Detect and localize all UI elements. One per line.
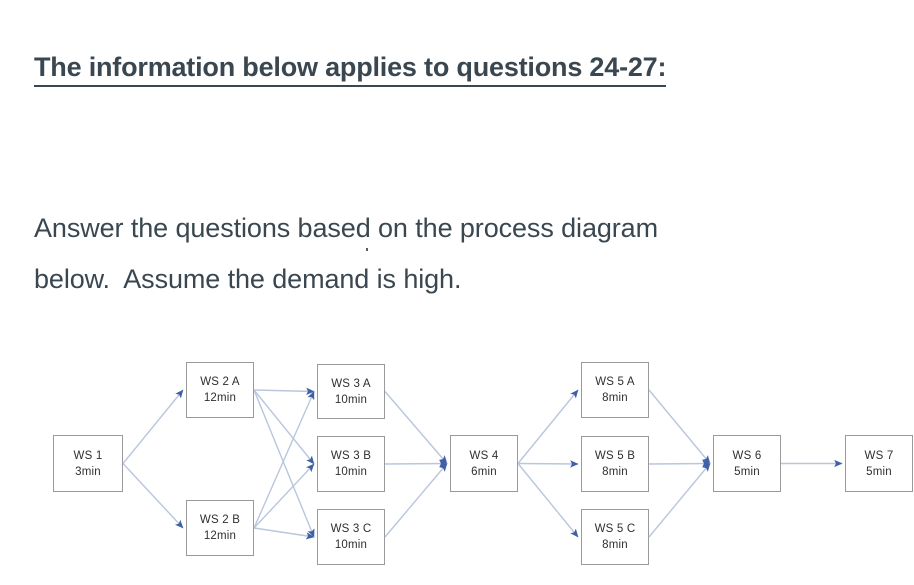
ws-node-ws6: WS 6 5min: [713, 435, 781, 492]
ws-node-label: WS 6: [732, 449, 762, 462]
ws-node-time: 8min: [602, 392, 628, 404]
edge-ws2b-to-ws3c: [253, 527, 315, 540]
ws-node-label: WS 3 B: [330, 450, 372, 462]
ws-node-label: WS 1: [73, 449, 103, 462]
edge-ws3a-to-ws4: [384, 391, 448, 464]
ws-node-ws5c: WS 5 C 8min: [581, 509, 649, 565]
ws-node-label: WS 5 B: [594, 450, 636, 462]
ws-node-ws2a: WS 2 A 12min: [186, 362, 254, 418]
ws-node-time: 10min: [334, 393, 368, 406]
ws-node-time: 3min: [75, 465, 101, 478]
instruction-line-1: Answer the questions based on the proces…: [34, 213, 658, 243]
ws-node-ws4: WS 4 6min: [450, 435, 518, 492]
edge-ws1-to-ws2b: [122, 463, 184, 529]
ws-node-ws7: WS 7 5min: [845, 435, 913, 492]
ws-node-label: WS 5 A: [595, 376, 635, 388]
ws-node-time: 12min: [203, 392, 237, 404]
page-title: The information below applies to questio…: [34, 52, 666, 87]
ws-node-label: WS 3 C: [330, 523, 372, 535]
instruction-line-2: below. Assume the demand is high.: [34, 264, 462, 294]
edge-ws4-to-ws5a: [517, 389, 579, 464]
instruction-text: Answer the questions based on the proces…: [34, 203, 854, 305]
edge-ws4-to-ws5b: [517, 460, 579, 468]
ws-node-time: 10min: [334, 539, 368, 551]
ws-node-time: 12min: [203, 530, 237, 542]
ws-node-time: 8min: [602, 539, 628, 551]
ws-node-ws3c: WS 3 C 10min: [317, 509, 385, 565]
edge-ws2a-to-ws3a: [253, 387, 315, 395]
ws-node-ws3a: WS 3 A 10min: [317, 364, 385, 419]
edge-ws2b-to-ws3b: [253, 463, 315, 529]
ws-node-label: WS 2 A: [200, 376, 240, 388]
edge-ws5a-to-ws6: [648, 389, 711, 464]
edge-ws2a-to-ws3b: [253, 389, 315, 465]
ws-node-label: WS 5 C: [594, 523, 636, 535]
ws-node-ws5a: WS 5 A 8min: [581, 362, 649, 418]
ws-node-label: WS 3 A: [331, 377, 371, 390]
stray-cursor-mark: [366, 248, 368, 251]
ws-node-ws3b: WS 3 B 10min: [317, 436, 385, 492]
edge-ws2b-to-ws3a: [253, 390, 315, 529]
ws-node-label: WS 2 B: [199, 514, 241, 526]
edge-ws3c-to-ws4: [384, 463, 448, 538]
ws-node-time: 5min: [866, 465, 892, 478]
ws-node-time: 6min: [471, 465, 497, 478]
edge-ws4-to-ws5c: [517, 463, 579, 538]
edge-ws3b-to-ws4: [384, 459, 448, 468]
edge-ws1-to-ws2a: [122, 389, 184, 464]
ws-node-label: WS 7: [864, 449, 894, 462]
ws-node-time: 10min: [334, 466, 368, 478]
ws-node-ws5b: WS 5 B 8min: [581, 436, 649, 492]
edge-ws5c-to-ws6: [648, 463, 711, 538]
ws-node-ws2b: WS 2 B 12min: [186, 500, 254, 556]
ws-node-time: 5min: [734, 465, 760, 478]
ws-node-label: WS 4: [469, 449, 499, 462]
edge-ws2a-to-ws3c: [253, 389, 315, 538]
edge-ws5b-to-ws6: [648, 459, 711, 468]
ws-node-ws1: WS 1 3min: [53, 435, 123, 492]
ws-node-time: 8min: [602, 466, 628, 478]
